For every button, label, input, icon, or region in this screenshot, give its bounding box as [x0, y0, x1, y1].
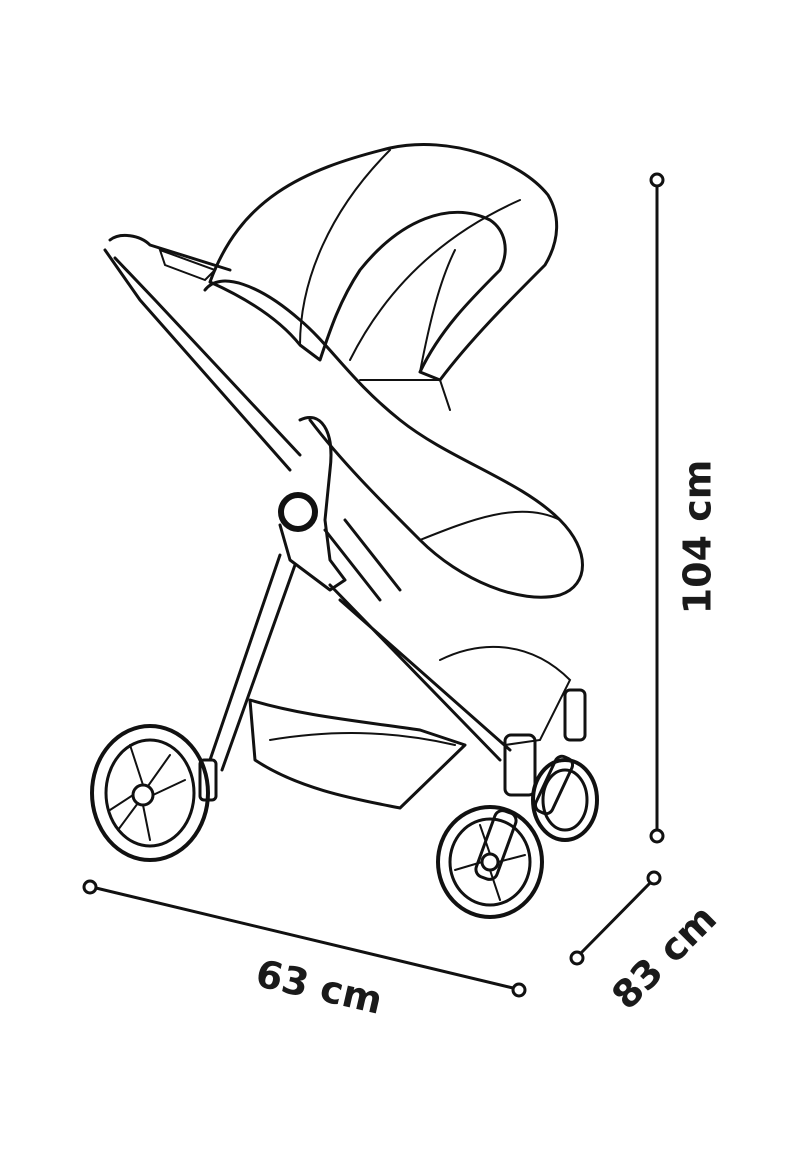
front-wheel-right [531, 754, 599, 842]
fold-hub [278, 492, 318, 532]
dimension-lines [82, 172, 665, 998]
frame [208, 553, 512, 772]
stroller [90, 143, 599, 919]
height-dimension-line [649, 172, 665, 844]
basket [248, 698, 467, 810]
canopy [208, 143, 559, 382]
handlebar [103, 233, 302, 472]
depth-dimension-line [569, 870, 662, 966]
height-label: 104 cm [675, 459, 720, 615]
front-wheel-left [436, 805, 544, 919]
rear-wheel [90, 724, 218, 862]
width-dimension-line [82, 879, 527, 998]
